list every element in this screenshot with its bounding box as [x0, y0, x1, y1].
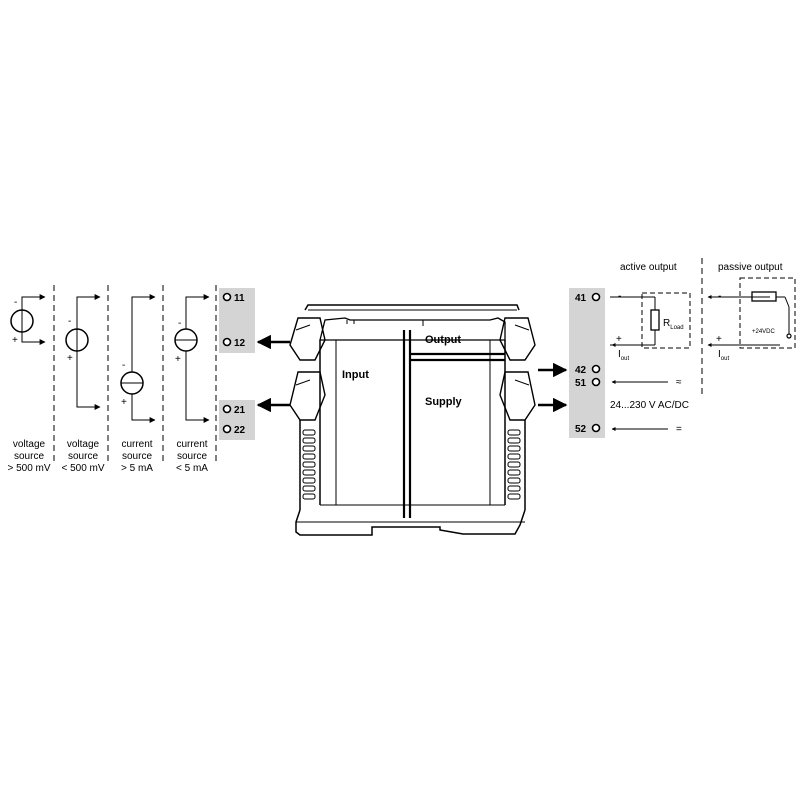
r-load-label: RLoad	[663, 318, 684, 331]
passive-minus-sign: -	[718, 291, 721, 302]
voltage-source-low-circuit	[65, 294, 101, 410]
load-dashed-box	[641, 292, 691, 349]
source-1-line2: source	[14, 451, 44, 462]
output-terminal-strip: 41 42 51 52	[569, 288, 605, 438]
supply-dc-symbol: =	[676, 424, 682, 435]
current-source-low-circuit	[174, 294, 210, 423]
plus-sign: +	[121, 397, 127, 408]
module-supply-label: Supply	[425, 396, 463, 408]
voltage-source-high-circuit	[10, 294, 46, 345]
internal-bus	[402, 330, 505, 518]
terminal-11: 11	[234, 293, 245, 304]
terminal-screw-icon	[591, 292, 601, 302]
source-3-line3: > 5 mA	[121, 463, 153, 474]
minus-sign: -	[14, 297, 17, 308]
passive-output-circuit	[707, 277, 796, 349]
plus-sign: +	[67, 353, 73, 364]
plus-sign: +	[12, 335, 18, 346]
source-2-line1: voltage	[67, 439, 100, 450]
active-i-out-label: Iout	[618, 349, 629, 362]
current-source-high-circuit	[120, 294, 156, 423]
passive-i-out-label: Iout	[718, 349, 729, 362]
minus-sign: -	[178, 318, 181, 329]
load-resistor-icon	[650, 309, 660, 331]
supply-range-label: 24...230 V AC/DC	[610, 400, 689, 411]
source-circuits	[10, 285, 217, 465]
passive-output-title: passive output	[718, 262, 783, 273]
passive-plus-sign: +	[716, 334, 722, 345]
terminal-screw-icon	[222, 337, 232, 347]
terminal-screw-icon	[222, 404, 232, 414]
plus-sign: +	[175, 354, 181, 365]
active-minus-sign: -	[618, 291, 621, 302]
vent-ribs-left	[302, 429, 316, 500]
terminal-screw-icon	[222, 424, 232, 434]
minus-sign: -	[122, 360, 125, 371]
input-terminal-strip: 11 12 21 22	[219, 288, 255, 440]
output-terminal-block-1	[569, 288, 605, 380]
passive-dashed-box	[739, 277, 796, 349]
terminal-22: 22	[234, 425, 246, 436]
source-1-line1: voltage	[13, 439, 46, 450]
module-output-label: Output	[425, 334, 461, 346]
terminal-41: 41	[575, 293, 587, 304]
terminal-screw-icon	[591, 364, 601, 374]
source-4-line2: source	[177, 451, 207, 462]
source-captions: voltage source > 500 mV voltage source <…	[7, 439, 208, 474]
source-1-line3: > 500 mV	[7, 463, 50, 474]
minus-sign: -	[68, 316, 71, 327]
terminal-screw-icon	[591, 377, 601, 387]
module-housing	[289, 304, 536, 536]
terminal-51: 51	[575, 378, 587, 389]
terminal-screw-icon	[222, 292, 232, 302]
terminal-52: 52	[575, 424, 587, 435]
source-2-line2: source	[68, 451, 98, 462]
source-3-line2: source	[122, 451, 152, 462]
source-2-line3: < 500 mV	[61, 463, 104, 474]
polarity-signs: - + - + - + - +	[12, 297, 181, 408]
terminal-21: 21	[234, 405, 246, 416]
active-output-circuit	[610, 292, 691, 349]
source-3-line1: current	[121, 439, 152, 450]
active-output-title: active output	[620, 262, 677, 273]
supply-ac-symbol: ≈	[676, 377, 682, 388]
source-4-line3: < 5 mA	[176, 463, 208, 474]
source-4-line1: current	[176, 439, 207, 450]
active-plus-sign: +	[616, 334, 622, 345]
passive-supply-label: +24VDC	[752, 329, 776, 335]
terminal-12: 12	[234, 338, 246, 349]
vent-ribs-right	[507, 429, 521, 500]
terminal-screw-icon	[591, 423, 601, 433]
terminal-42: 42	[575, 365, 587, 376]
module-input-label: Input	[342, 369, 369, 381]
